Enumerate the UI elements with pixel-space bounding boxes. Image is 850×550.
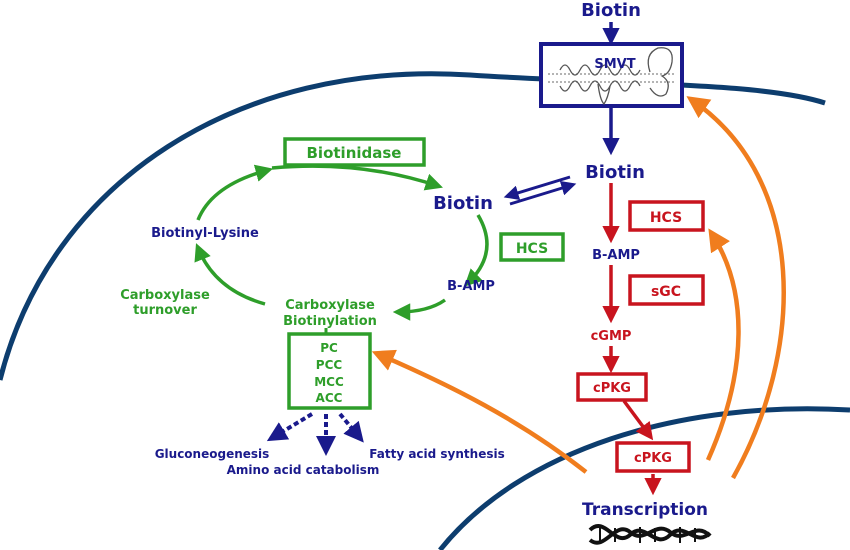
carboxylase-turnover-line1: Carboxylase [120, 288, 210, 303]
carboxylases-box [287, 332, 372, 410]
carboxylase-pcc: PCC [316, 358, 343, 372]
cycle-arrow-to-biotin [271, 164, 443, 191]
bamp-cascade-label: B-AMP [592, 248, 640, 263]
cycle-arrow-biotin-to-bamp [464, 214, 489, 287]
carboxylase-acc: ACC [316, 391, 343, 405]
exchange-arrow-right [509, 180, 577, 206]
sgc-box [628, 274, 705, 306]
biotinidase-label: Biotinidase [307, 144, 402, 162]
arrow-cpkg-to-nuclear-cpkg [622, 399, 654, 441]
biotin-cycle-label: Biotin [433, 193, 493, 214]
hcs-red-box [628, 200, 705, 232]
carboxylase-biotinylation-line2: Biotinylation [283, 314, 377, 329]
carboxylase-biotinylation-line1: Carboxylase [285, 298, 375, 313]
cpkg-nuclear-box [615, 441, 691, 473]
hcs-red-label: HCS [650, 210, 682, 226]
cpkg-cytosol-box [576, 372, 648, 402]
cgmp-label: cGMP [591, 329, 632, 344]
fatty-acid-synthesis-label: Fatty acid synthesis [369, 447, 504, 461]
gluconeogenesis-label: Gluconeogenesis [155, 447, 270, 461]
transcription-label: Transcription [582, 500, 708, 520]
smvt-box [539, 42, 684, 108]
sgc-label: sGC [651, 284, 681, 300]
biotinyl-lysine-label: Biotinyl-Lysine [151, 226, 259, 241]
biotin-cytosol-label: Biotin [585, 162, 645, 183]
cpkg-cytosol-label: cPKG [593, 381, 631, 396]
biotin-extracellular-label: Biotin [581, 0, 641, 21]
feedback-arrow-to-smvt [686, 96, 786, 480]
hcs-green-label: HCS [516, 241, 548, 257]
cycle-arrow-lysine-up [196, 164, 274, 221]
feedback-arrow-to-carboxylases [371, 349, 588, 474]
biotinidase-box [283, 137, 426, 167]
smvt-protein-icon [548, 47, 676, 106]
smvt-label: SMVT [594, 57, 635, 72]
hcs-green-box [499, 232, 565, 262]
bamp-cycle-label: B-AMP [447, 279, 495, 294]
carboxylase-mcc: MCC [314, 375, 344, 389]
dna-helix-icon [588, 524, 712, 545]
nuclear-membrane [438, 406, 850, 550]
carboxylase-turnover-line2: turnover [133, 303, 197, 318]
arrow-to-gluconeogenesis [266, 412, 314, 442]
amino-acid-catabolism-label: Amino acid catabolism [227, 463, 380, 477]
exchange-arrow-left [503, 175, 571, 201]
cycle-arrow-bamp-to-biotinylation [392, 298, 447, 321]
feedback-arrow-to-hcs [705, 228, 741, 461]
arrow-to-fatty-acid-synthesis [338, 412, 364, 443]
carboxylase-pc: PC [320, 341, 338, 355]
cell-membrane [0, 71, 826, 381]
cycle-arrow-turnover [194, 243, 266, 306]
cpkg-nuclear-label: cPKG [634, 451, 672, 466]
